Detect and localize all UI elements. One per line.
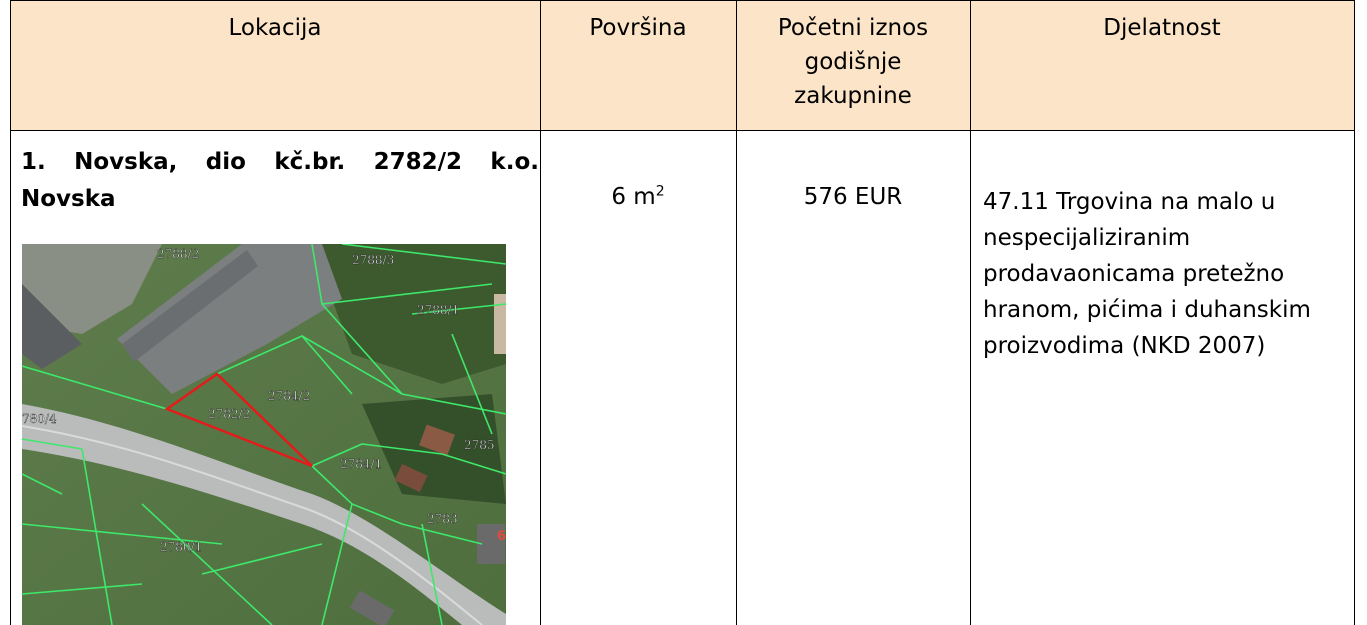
header-row-divider — [10, 130, 1355, 131]
column-divider-1 — [540, 0, 541, 625]
building-left — [22, 284, 82, 369]
parcel-label-2785: 2785 — [464, 438, 495, 452]
road — [22, 404, 506, 625]
area-unit-superscript: 2 — [655, 183, 665, 200]
table-header-row — [10, 0, 1355, 130]
building-bottom — [349, 590, 395, 625]
house — [494, 294, 506, 354]
parcel-label-780-4: 780/4 — [22, 412, 57, 426]
table-right-border — [1354, 0, 1355, 625]
area-number: 6 m — [611, 184, 656, 210]
location-title: 1. Novska, dio kč.br. 2782/2 k.o. Novska — [21, 149, 539, 212]
header-lokacija: Lokacija — [228, 15, 322, 41]
parcel-label-2784-2: 2784/2 — [268, 389, 310, 403]
parcel-label-2780-1: 2780/1 — [160, 540, 202, 554]
cadastral-map: 2788/2 2788/3 2788/1 2784/2 2782/2 780/4… — [22, 244, 506, 625]
area-value: 6 m2 — [540, 180, 736, 214]
lease-table: Lokacija Površina Početni iznos godišnje… — [10, 0, 1355, 625]
header-povrsina: Površina — [589, 15, 687, 41]
map-edge-label: 6 — [497, 529, 506, 544]
building-roof — [117, 244, 342, 394]
table-top-border — [10, 0, 1355, 1]
parcel-label-2788-2: 2788/2 — [157, 247, 199, 261]
house-roof — [419, 424, 455, 456]
table-left-border — [10, 0, 11, 625]
header-djelatnost: Djelatnost — [1103, 15, 1221, 41]
gravel-area — [22, 244, 162, 334]
shed — [394, 463, 428, 493]
highlighted-parcel-2782-2 — [164, 372, 313, 468]
parcel-label-2788-1: 2788/1 — [417, 303, 459, 317]
header-iznos-line-1: Početni iznos — [777, 15, 929, 41]
parcel-label-2783: 2783 — [427, 512, 458, 526]
header-iznos-line-3: zakupnine — [794, 83, 912, 109]
lease-amount: 576 EUR — [803, 184, 903, 210]
building-roof-stripe — [122, 250, 258, 362]
parcel-label-2788-3: 2788/3 — [352, 253, 394, 267]
header-iznos-line-2: godišnje — [804, 49, 902, 75]
header-iznos: Početni iznos godišnje zakupnine — [736, 11, 970, 113]
parcel-label-2782-2: 2782/2 — [208, 407, 250, 421]
column-divider-3 — [970, 0, 971, 625]
cadastral-map-image: 2788/2 2788/3 2788/1 2784/2 2782/2 780/4… — [22, 244, 506, 625]
column-divider-2 — [736, 0, 737, 625]
parcel-label-2784-1: 2784/1 — [340, 457, 382, 471]
activity-description: 47.11 Trgovina na malo u nespecijalizira… — [983, 189, 1311, 359]
road-marking — [22, 425, 483, 625]
